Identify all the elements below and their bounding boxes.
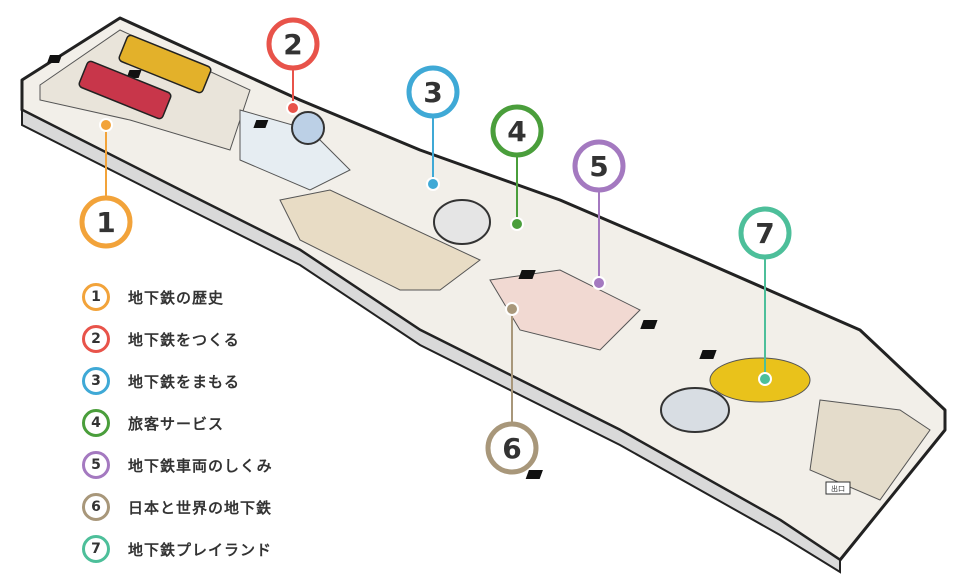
legend: 1 地下鉄の歴史 2 地下鉄をつくる 3 地下鉄をまもる 4 旅客サービス 5 … <box>82 276 273 570</box>
legend-item-6[interactable]: 6 日本と世界の地下鉄 <box>82 486 273 528</box>
legend-item-7[interactable]: 7 地下鉄プレイランド <box>82 528 273 570</box>
legend-item-1[interactable]: 1 地下鉄の歴史 <box>82 276 273 318</box>
marker-6-number: 6 <box>502 432 521 465</box>
marker-3[interactable]: 3 <box>406 65 460 191</box>
marker-4-badge <box>490 104 544 158</box>
building-outer-wall <box>21 108 841 574</box>
marker-7[interactable]: 7 <box>738 206 792 386</box>
legend-badge-4: 4 <box>82 409 110 437</box>
markers: 1 2 3 4 5 6 7 <box>79 17 792 475</box>
marker-2[interactable]: 2 <box>266 17 320 115</box>
marker-2-pin <box>286 101 300 115</box>
legend-label-4: 旅客サービス <box>128 414 225 433</box>
marker-2-number: 2 <box>283 28 302 61</box>
legend-badge-2: 2 <box>82 325 110 353</box>
right-room-floor <box>809 399 931 501</box>
central-walkway <box>279 189 481 291</box>
marker-5-badge <box>572 139 626 193</box>
marker-5-pin <box>592 276 606 290</box>
marker-4[interactable]: 4 <box>490 104 544 231</box>
legend-label-6: 日本と世界の地下鉄 <box>128 498 273 517</box>
marker-5[interactable]: 5 <box>572 139 626 290</box>
red-train-exhibit <box>78 60 172 120</box>
marker-7-badge <box>738 206 792 260</box>
exit-sign: 出口 <box>831 484 845 493</box>
legend-item-2[interactable]: 2 地下鉄をつくる <box>82 318 273 360</box>
legend-label-5: 地下鉄車両のしくみ <box>128 456 273 475</box>
legend-item-5[interactable]: 5 地下鉄車両のしくみ <box>82 444 273 486</box>
marker-1-badge <box>79 195 133 249</box>
marker-6[interactable]: 6 <box>485 302 539 475</box>
marker-4-number: 4 <box>507 115 526 148</box>
legend-badge-1: 1 <box>82 283 110 311</box>
marker-1-number: 1 <box>96 206 115 239</box>
marker-3-number: 3 <box>423 76 442 109</box>
marker-7-number: 7 <box>755 217 774 250</box>
marker-1-pin <box>99 118 113 132</box>
marker-3-badge <box>406 65 460 119</box>
zone-world-floor <box>489 269 641 351</box>
marker-6-badge <box>485 421 539 475</box>
legend-label-7: 地下鉄プレイランド <box>128 540 273 559</box>
legend-label-2: 地下鉄をつくる <box>128 330 240 349</box>
marker-5-number: 5 <box>589 150 608 183</box>
legend-item-3[interactable]: 3 地下鉄をまもる <box>82 360 273 402</box>
shield-machine-exhibit <box>291 111 325 145</box>
marker-6-pin <box>505 302 519 316</box>
legend-item-4[interactable]: 4 旅客サービス <box>82 402 273 444</box>
legend-badge-5: 5 <box>82 451 110 479</box>
marker-4-pin <box>510 217 524 231</box>
control-booth-exhibit <box>660 387 730 433</box>
marker-3-pin <box>426 177 440 191</box>
tunnel-ring-exhibit <box>433 199 491 245</box>
marker-7-pin <box>758 372 772 386</box>
yellow-train-exhibit <box>118 34 212 94</box>
legend-badge-3: 3 <box>82 367 110 395</box>
marker-1[interactable]: 1 <box>79 118 133 249</box>
legend-label-3: 地下鉄をまもる <box>128 372 241 391</box>
legend-label-1: 地下鉄の歴史 <box>128 288 225 307</box>
legend-badge-6: 6 <box>82 493 110 521</box>
legend-badge-7: 7 <box>82 535 110 563</box>
exit-sign-plate <box>825 481 851 495</box>
marker-2-badge <box>266 17 320 71</box>
